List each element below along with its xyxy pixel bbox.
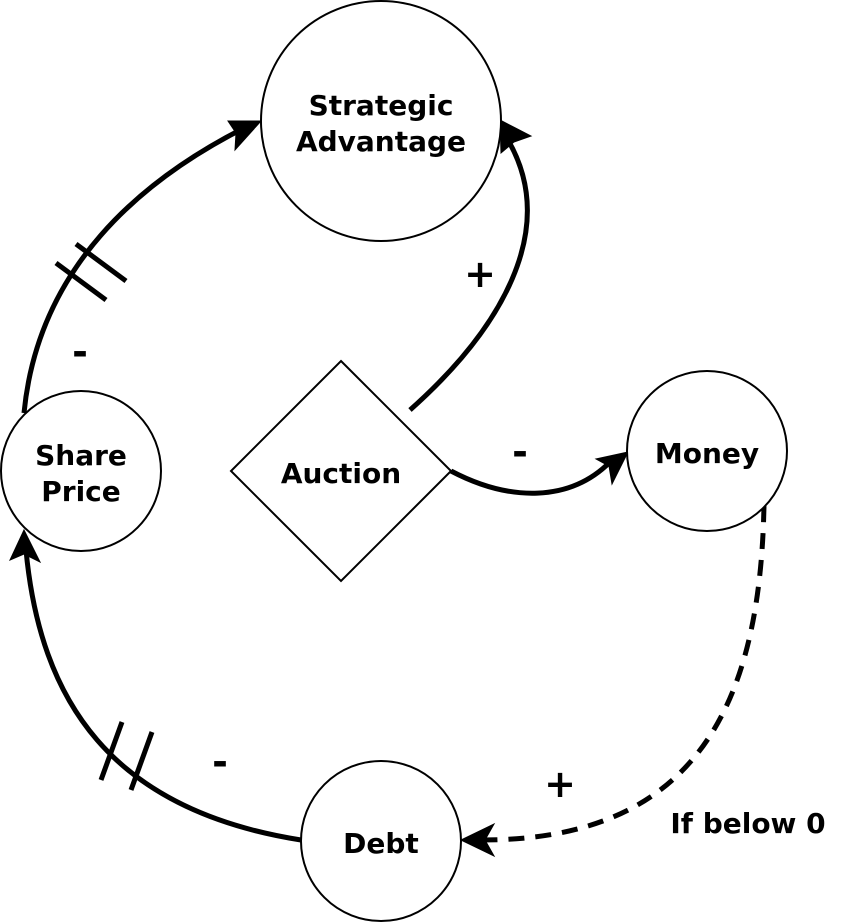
arrowhead-icon	[594, 451, 629, 486]
node-share-price: Share Price	[0, 390, 162, 552]
edge-line	[481, 505, 767, 843]
node-label: Debt	[343, 827, 419, 860]
edge-auction-to-money	[449, 451, 629, 496]
delay-mark	[128, 731, 155, 791]
edge-line	[449, 460, 612, 496]
node-circle	[260, 0, 502, 242]
delay-mark	[54, 260, 108, 303]
node-label: Auction	[281, 457, 401, 490]
edge-money-to-debt	[459, 505, 767, 858]
edge-auction-to-strategic-advantage	[408, 119, 533, 412]
arrowhead-icon	[8, 528, 42, 564]
polarity-label-money-debt: +	[544, 762, 576, 806]
delay-mark	[98, 721, 125, 781]
polarity-label-auction-money: -	[512, 430, 528, 474]
node-label-line-2: Advantage	[296, 125, 466, 158]
edge-line	[21, 123, 250, 414]
arrowhead-icon	[459, 822, 496, 858]
polarity-label-auction-strategic-advantage: +	[464, 252, 496, 296]
node-circle	[300, 760, 462, 922]
polarity-label-share-price-strategic-advantage: -	[72, 330, 88, 374]
polarity-label-debt-share-price: -	[212, 740, 228, 784]
edge-share-price-to-strategic-advantage	[21, 120, 263, 414]
delay-mark	[74, 241, 128, 284]
arrowhead-icon	[227, 120, 263, 152]
node-label-line-2: Price	[41, 475, 121, 508]
node-money: Money	[626, 370, 788, 532]
node-strategic-advantage: Strategic Advantage	[260, 0, 502, 242]
node-label-line-1: Strategic	[309, 89, 454, 122]
node-label: Money	[655, 437, 759, 470]
node-circle	[0, 390, 162, 552]
condition-label: If below 0	[670, 807, 825, 840]
node-auction: Auction	[229, 359, 453, 583]
edge-line	[408, 138, 530, 412]
node-diamond	[229, 359, 453, 583]
node-circle	[626, 370, 788, 532]
node-label-line-1: Share	[35, 439, 127, 472]
edge-debt-to-share-price	[8, 528, 302, 843]
node-debt: Debt	[300, 760, 462, 922]
edge-line	[23, 549, 302, 843]
arrowhead-icon	[499, 119, 533, 155]
